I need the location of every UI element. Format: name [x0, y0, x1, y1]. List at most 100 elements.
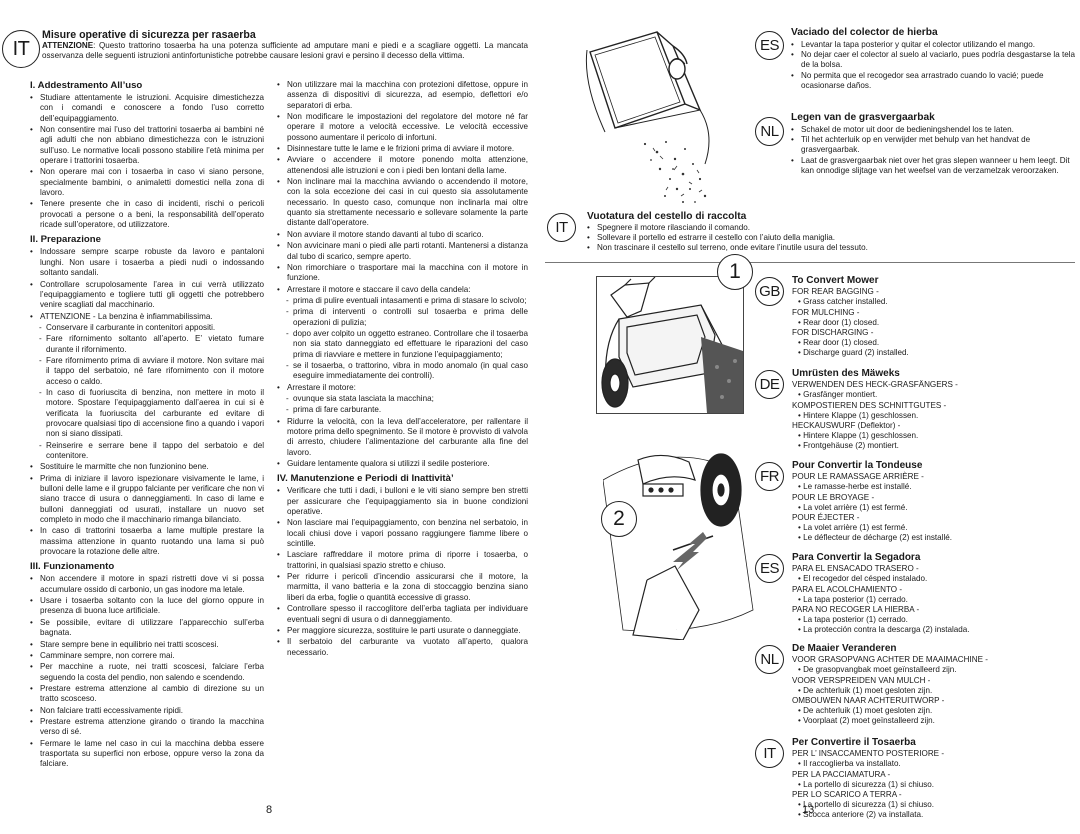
nl-list-item: Laat de grasvergaarbak niet over het gra… [791, 156, 1075, 176]
nl-list-item: Til het achterluik op en verwijder met b… [791, 135, 1075, 155]
es-list-item: No permita que el recogedor sea arrastra… [791, 71, 1075, 91]
convert-title: To Convert Mower [792, 275, 879, 286]
callout-1: 1 [717, 254, 753, 290]
col2-sub-item: se il tosaerba, o trattorino, vibra in m… [277, 361, 528, 382]
convert-bullet: • Rear door (1) closed. [798, 338, 880, 348]
convert-mode-label: PER LO SCARICO A TERRA - [792, 790, 902, 800]
col2-list-item: Non avvicinare mani o piedi alle parti r… [277, 241, 528, 262]
convert-mode-label: PER LA PACCIAMATURA - [792, 769, 891, 779]
callout-2: 2 [601, 501, 637, 537]
nl-emptying-title: Legen van de grasvergaarbak [791, 112, 935, 123]
convert-bullet: • Le ramasse-herbe est installé. [798, 482, 912, 492]
col2-list-item: Ridurre la velocità, con la leva dell’ac… [277, 417, 528, 458]
col1-list: Studiare attentamente le istruzioni. Acq… [30, 93, 264, 230]
col2-list-item: Il serbatoio del carburante va vuotato a… [277, 637, 528, 658]
col2-list-item: Non inclinare mai la macchina avviando o… [277, 177, 528, 229]
convert-badge-de: DE [755, 370, 784, 399]
rear-door-illustration [596, 276, 744, 414]
col2-sub-item: prima di pulire eventuali intasamenti e … [277, 296, 528, 307]
convert-bullet: • Rear door (1) closed. [798, 317, 880, 327]
col2-list: Non utilizzare mai la macchina con prote… [277, 80, 528, 470]
col1-list-item: Studiare attentamente le istruzioni. Acq… [30, 93, 264, 124]
col2-list-item: Per ridurre i pericoli d’incendio assicu… [277, 572, 528, 603]
safety-warning-label: ATTENZIONE [42, 41, 94, 50]
convert-mode-label: POUR ÉJECTER - [792, 513, 860, 523]
convert-mode-label: FOR REAR BAGGING - [792, 287, 879, 297]
convert-title: Para Convertir la Segadora [792, 552, 921, 563]
col2-list-item: Avviare o accendere il motore ponendo mo… [277, 155, 528, 176]
col2-list-item: Non modificare le impostazioni del regol… [277, 112, 528, 143]
col2-sub-item: prima di interventi o controlli sul tosa… [277, 307, 528, 328]
convert-bullet: • Il raccoglierba va installato. [798, 759, 901, 769]
convert-badge-fr: FR [755, 462, 784, 491]
convert-bullet: • El recogedor del césped instalado. [798, 574, 928, 584]
col1-heading: I. Addestramento All’uso [30, 80, 143, 91]
col2-list-item: Non avviare il motore stando davanti al … [277, 230, 528, 241]
convert-badge-es: ES [755, 554, 784, 583]
col1-sub-item: Fare rifornimento soltanto all’aperto. E… [30, 334, 264, 355]
it-emptying-title: Vuotatura del cestello di raccolta [587, 211, 747, 222]
col2-list-item: Controllare spesso il raccoglitore dell’… [277, 604, 528, 625]
left-page: IT Misure operative di sicurezza per ras… [0, 0, 540, 834]
col2-list-item: Non lasciare mai l’equipaggiamento, con … [277, 518, 528, 549]
page-number-right: 13 [802, 804, 815, 816]
convert-bullet: • Hintere Klappe (1) geschlossen. [798, 431, 919, 441]
convert-bullet: • La volet arrière (1) est fermé. [798, 502, 908, 512]
es-emptying-list: Levantar la tapa posterior y quitar el c… [791, 40, 1075, 91]
convert-mode-label: VERWENDEN DES HECK-GRASFÄNGERS - [792, 380, 958, 390]
convert-title: De Maaier Veranderen [792, 643, 897, 654]
convert-bullet: • De achterluik (1) moet gesloten zijn. [798, 706, 933, 716]
convert-bullet: • Grass catcher installed. [798, 297, 888, 307]
col1-list-item: Prestare estrema attenzione al cambio di… [30, 684, 264, 705]
col2-sub-item: dopo aver colpito un oggetto estraneo. C… [277, 329, 528, 360]
convert-mode-label: PARA EL ACOLCHAMIENTO - [792, 584, 903, 594]
col1-list-item: Per macchine a ruote, nei tratti scosces… [30, 662, 264, 683]
convert-badge-gb: GB [755, 277, 784, 306]
convert-bullet: • Discharge guard (2) installed. [798, 348, 909, 358]
convert-bullet: • Hintere Klappe (1) geschlossen. [798, 410, 919, 420]
convert-bullet: • La tapa posterior (1) cerrado. [798, 615, 908, 625]
col1-list-item: Sostituire le marmitte che non funzionin… [30, 462, 264, 473]
col1-sub-item: Reinserire e serrare bene il tappo del s… [30, 441, 264, 462]
convert-bullet: • Frontgehäuse (2) montiert. [798, 441, 899, 451]
col2-list-item: Lasciare raffreddare il motore prima di … [277, 550, 528, 571]
convert-bullet: • La tapa posterior (1) cerrado. [798, 594, 908, 604]
col1-list-item: Usare i tosaerba soltanto con la luce de… [30, 596, 264, 617]
it-emptying-list: Spegnere il motore rilasciando il comand… [587, 223, 1075, 254]
left-column-2: Non utilizzare mai la macchina con prote… [277, 80, 528, 659]
col1-list-item: Fermare le lame nel caso in cui la macch… [30, 739, 264, 770]
convert-mode-label: OMBOUWEN NAAR ACHTERUITWORP - [792, 696, 945, 706]
es-list-item: Levantar la tapa posterior y quitar el c… [791, 40, 1075, 50]
safety-title: Misure operative di sicurezza per rasaer… [42, 29, 256, 41]
col2-list-item: Arrestare il motore e staccare il cavo d… [277, 285, 528, 296]
col2-list-item: Per maggiore sicurezza, sostituire le pa… [277, 626, 528, 637]
convert-badge-nl: NL [755, 645, 784, 674]
safety-warning-text: : Questo trattorino tosaerba ha una pote… [42, 41, 528, 61]
convert-bullet: • La protección contra la descarga (2) i… [798, 625, 970, 635]
language-badge-nl: NL [755, 117, 784, 146]
col1-list-item: ATTENZIONE - La benzina è infiammabiliss… [30, 312, 264, 323]
col1-list: Non accendere il motore in spazi ristret… [30, 574, 264, 769]
convert-bullet: • Scocca anteriore (2) va installata. [798, 810, 924, 820]
convert-mode-label: POUR LE RAMASSAGE ARRIÈRE - [792, 472, 924, 482]
col2-sub-item: ovunque sia stata lasciata la macchina; [277, 394, 528, 405]
grass-catcher-emptying-illustration [585, 31, 710, 203]
col1-sub-item: In caso di fuoriuscita di benzina, non m… [30, 388, 264, 440]
convert-bullet: • La portello di sicurezza (1) si chiuso… [798, 779, 934, 789]
convert-bullet: • Grasfänger montiert. [798, 390, 878, 400]
convert-bullet: • Le déflecteur de décharge (2) est inst… [798, 533, 953, 543]
col2-list: Verificare che tutti i dadi, i bulloni e… [277, 486, 528, 658]
page-number-left: 8 [266, 804, 273, 816]
col1-list-item: Tenere presente che in caso di incidenti… [30, 199, 264, 230]
col1-list-item: Non falciare tratti eccessivamente ripid… [30, 706, 264, 717]
convert-title: Umrüsten des Mäweks [792, 368, 900, 379]
col1-heading: III. Funzionamento [30, 561, 115, 573]
convert-mode-label: KOMPOSTIEREN DES SCHNITTGUTES - [792, 400, 947, 410]
col1-list-item: Non operare mai con i tosaerba in caso v… [30, 167, 264, 198]
section-divider [545, 262, 1075, 263]
